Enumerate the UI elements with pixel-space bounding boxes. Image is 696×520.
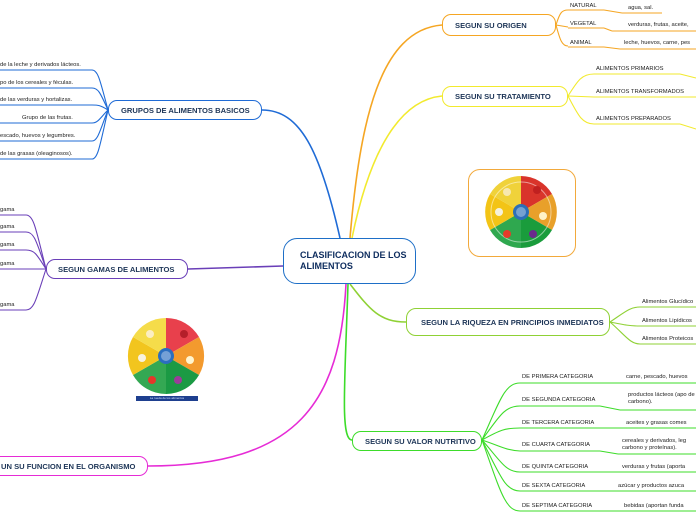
valor-item-label[interactable]: DE SEGUNDA CATEGORIA — [522, 397, 596, 403]
tratamiento-item[interactable]: ALIMENTOS PREPARADOS — [596, 116, 671, 122]
connector-gamas — [187, 265, 284, 270]
riqueza-item[interactable]: Alimentos Glucídico — [642, 299, 694, 305]
connector-tratamiento — [351, 95, 443, 239]
grupos-item[interactable]: de la leche y derivados lácteos. — [0, 62, 81, 68]
valor-item-label[interactable]: DE QUINTA CATEGORIA — [522, 464, 589, 470]
origen-item-label[interactable]: NATURAL — [570, 3, 597, 9]
node-segun-riqueza[interactable]: SEGUN LA RIQUEZA EN PRINCIPIOS INMEDIATO… — [406, 308, 610, 336]
gamas-item[interactable]: gama — [0, 224, 15, 230]
grupos-item[interactable]: de las verduras y hortalizas. — [0, 97, 73, 103]
valor-item-detail[interactable]: carne, pescado, huevos — [626, 374, 688, 380]
connector-funcion — [147, 283, 347, 467]
tratamiento-item[interactable]: ALIMENTOS TRANSFORMADOS — [596, 89, 685, 95]
valor-item-label[interactable]: DE TERCERA CATEGORIA — [522, 420, 595, 426]
node-segun-gamas[interactable]: SEGUN GAMAS DE ALIMENTOS — [46, 259, 188, 279]
connector-valor — [343, 283, 353, 441]
gamas-item[interactable]: gama — [0, 261, 15, 267]
valor-item-detail[interactable]: aceites y grasas comes — [626, 420, 687, 426]
origen-item-detail[interactable]: leche, huevos, carne, pes — [624, 40, 691, 46]
grupos-item[interactable]: de las grasas (oleaginosos). — [0, 151, 73, 157]
valor-item-label[interactable]: DE SEPTIMA CATEGORIA — [522, 503, 593, 509]
valor-item-label[interactable]: DE SEXTA CATEGORIA — [522, 483, 586, 489]
node-segun-funcion-organismo[interactable]: UN SU FUNCION EN EL ORGANISMO — [0, 456, 148, 476]
connector-riqueza — [349, 283, 407, 323]
riqueza-item[interactable]: Alimentos Lipídicos — [642, 318, 692, 324]
food-wheel-image-left: La rueda de los alimentos — [124, 316, 208, 404]
valor-item-detail[interactable]: cereales y derivados, leg carbono y prot… — [622, 438, 687, 451]
grupos-item[interactable]: po de los cereales y féculas. — [0, 80, 74, 86]
tratamiento-item[interactable]: ALIMENTOS PRIMARIOS — [596, 66, 664, 72]
valor-item-detail[interactable]: azúcar y productos azuca — [618, 483, 685, 489]
riqueza-item[interactable]: Alimentos Proteicos — [642, 336, 694, 342]
node-segun-valor-nutritivo[interactable]: SEGUN SU VALOR NUTRITIVO — [352, 431, 482, 451]
food-wheel-image-right — [468, 169, 576, 257]
origen-item-label[interactable]: VEGETAL — [570, 21, 597, 27]
central-node[interactable]: CLASIFICACION DE LOS ALIMENTOS — [283, 238, 416, 284]
origen-item-label[interactable]: ANIMAL — [570, 40, 592, 46]
valor-item-label[interactable]: DE CUARTA CATEGORIA — [522, 442, 590, 448]
gamas-item[interactable]: gama — [0, 302, 15, 308]
valor-item-label[interactable]: DE PRIMERA CATEGORIA — [522, 374, 594, 380]
connector-grupos — [261, 109, 341, 239]
gamas-item[interactable]: gama — [0, 242, 15, 248]
node-grupos-alimentos-basicos[interactable]: GRUPOS DE ALIMENTOS BASICOS — [108, 100, 262, 120]
grupos-item[interactable]: Grupo de las frutas. — [22, 115, 73, 121]
origen-item-detail[interactable]: verduras, frutas, aceite, — [628, 22, 689, 28]
valor-item-detail[interactable]: productos lácteos (apo de carbono). — [628, 392, 695, 405]
food-wheel-icon — [127, 317, 205, 395]
food-wheel-icon — [485, 176, 557, 248]
connector-origen — [349, 24, 443, 239]
grupos-item[interactable]: escado, huevos y legumbres. — [0, 133, 76, 139]
gamas-item[interactable]: gama — [0, 207, 15, 213]
valor-item-detail[interactable]: verduras y frutas (aporta — [622, 464, 686, 470]
food-wheel-caption: La rueda de los alimentos — [136, 396, 198, 401]
node-segun-su-origen[interactable]: SEGUN SU ORIGEN — [442, 14, 556, 36]
valor-item-detail[interactable]: bebidas (aportan funda — [624, 503, 684, 509]
node-segun-su-tratamiento[interactable]: SEGUN SU TRATAMIENTO — [442, 86, 568, 107]
origen-item-detail[interactable]: agua, sal. — [628, 5, 654, 11]
